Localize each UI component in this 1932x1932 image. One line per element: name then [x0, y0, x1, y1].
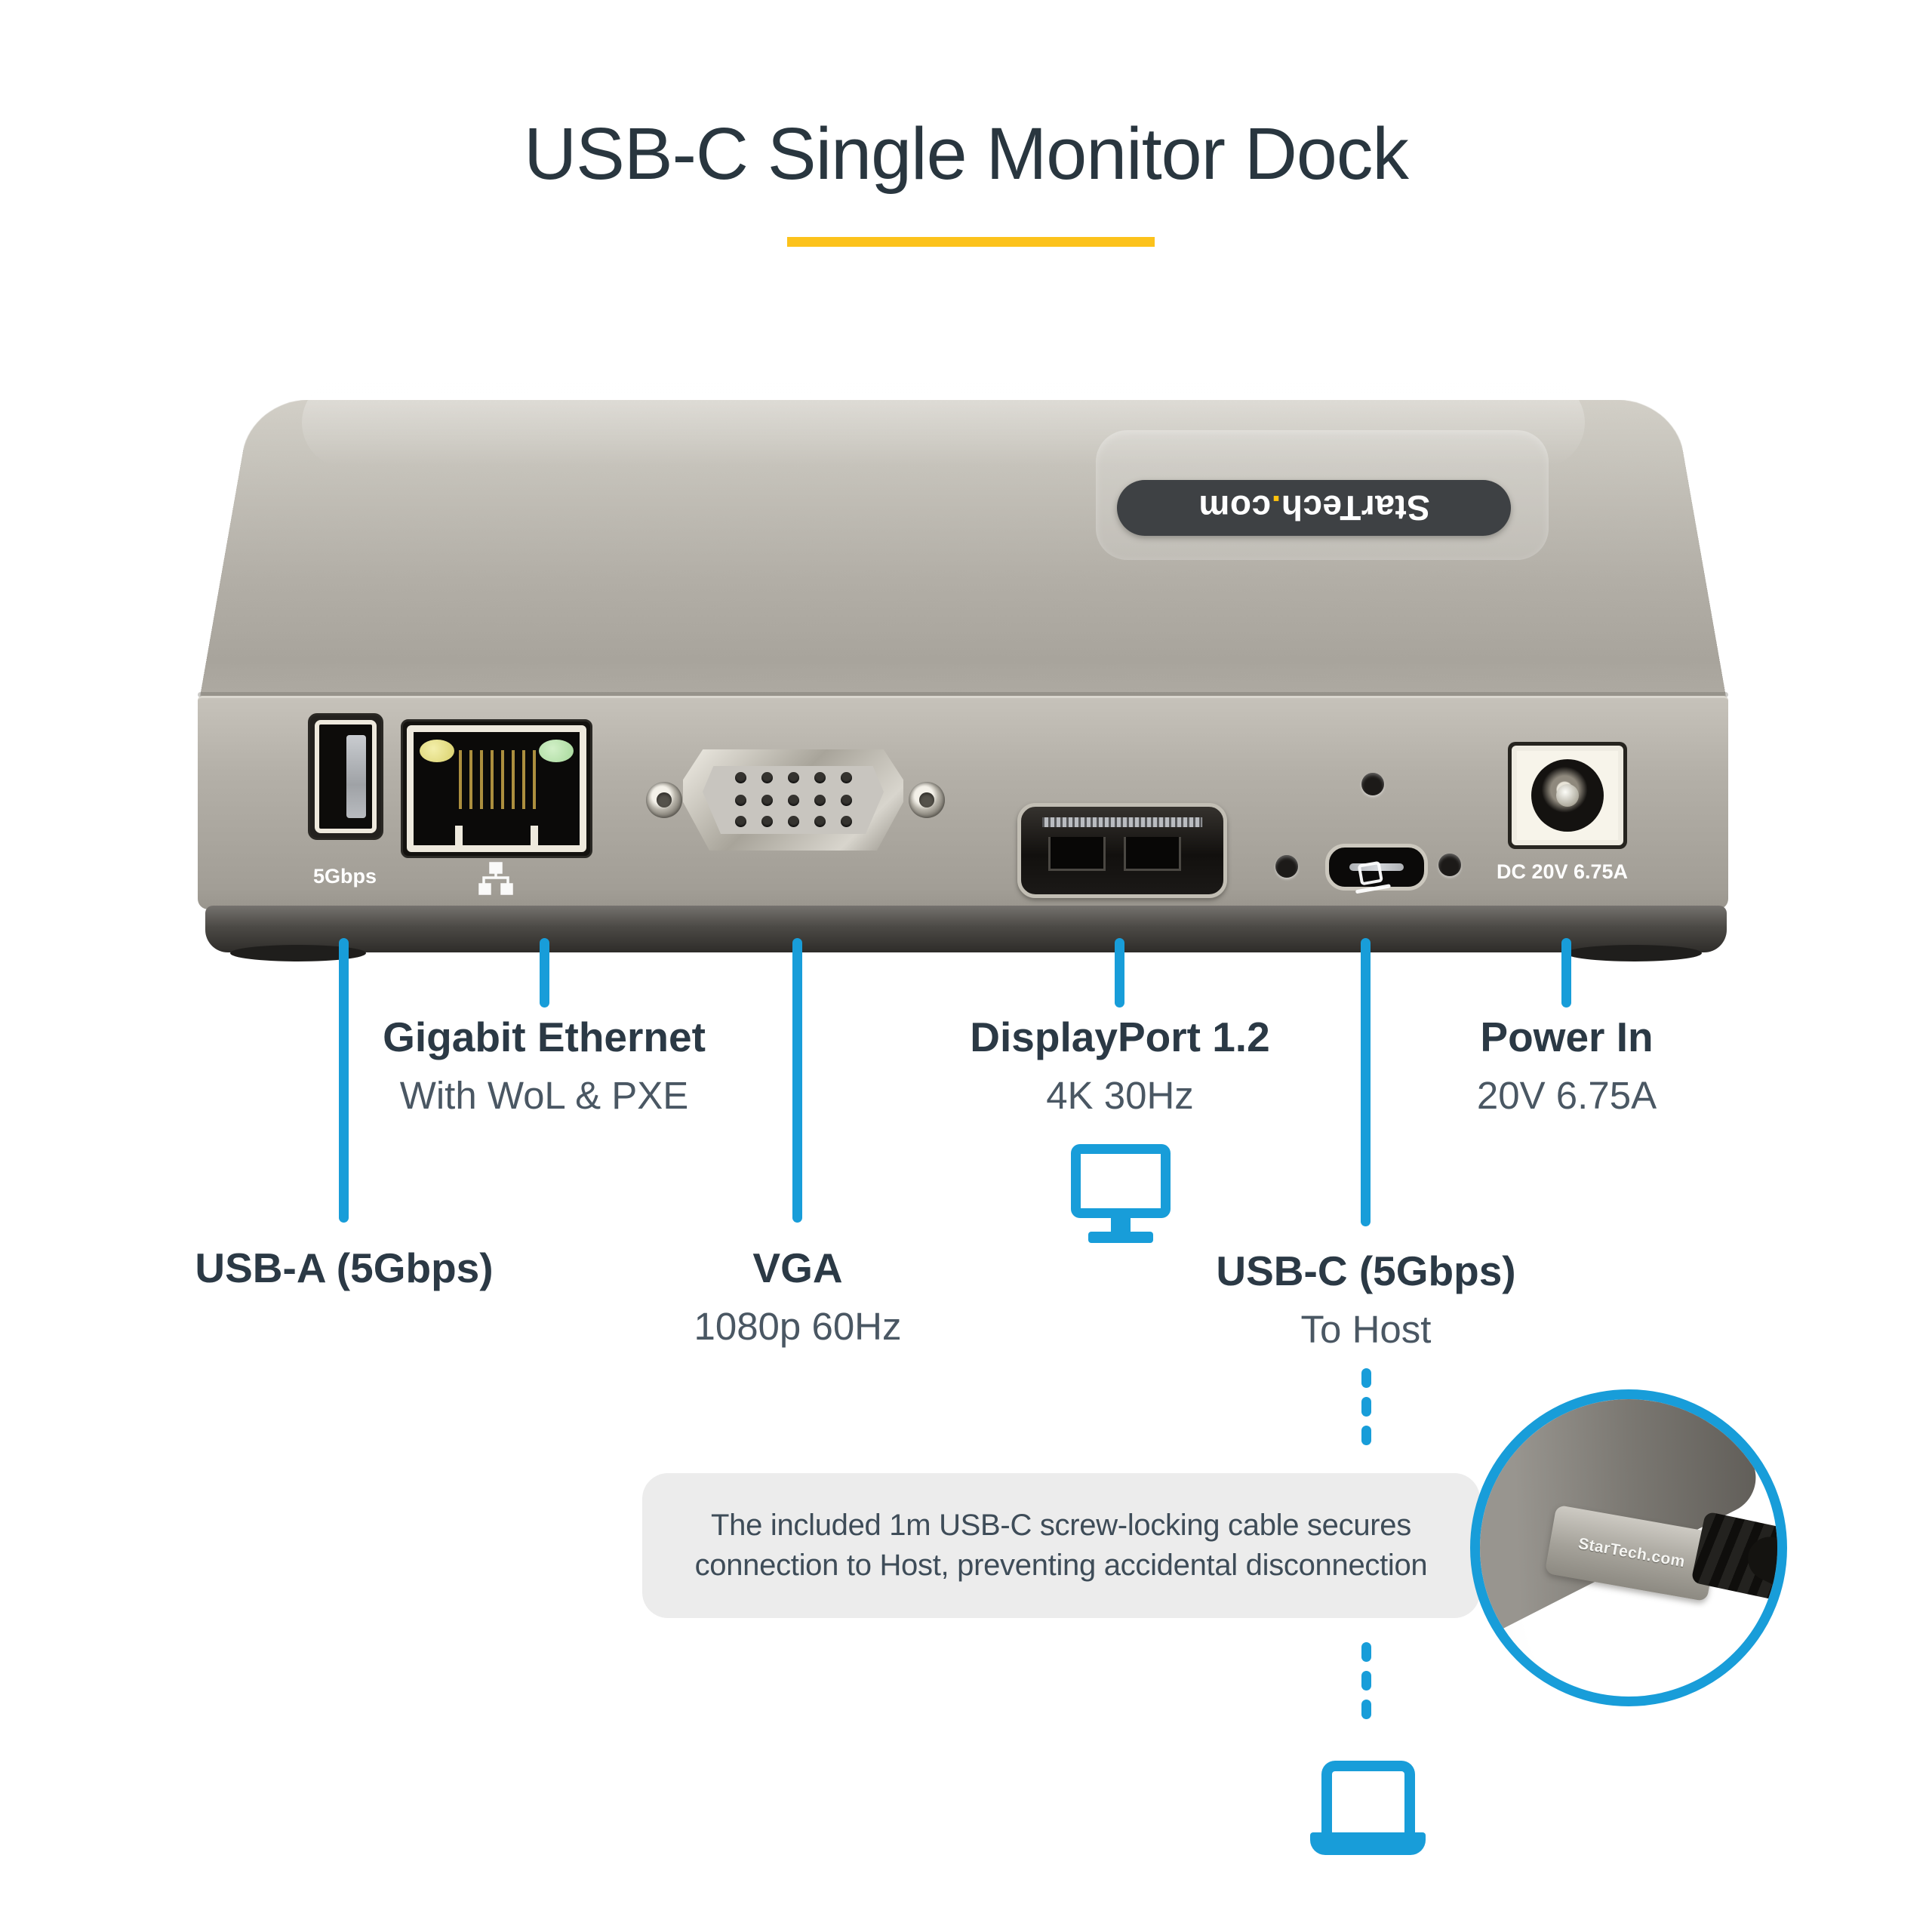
callout-line-power [1561, 938, 1571, 1008]
screw-hole [657, 792, 672, 808]
callout-line-usb-a [339, 938, 349, 1223]
dashed-link-segment [1361, 1700, 1371, 1719]
vga-screw-post [909, 782, 945, 818]
callout-line-displayport [1115, 938, 1124, 1008]
callout-displayport-label: DisplayPort 1.2 [970, 1014, 1270, 1060]
callout-line-ethernet [540, 938, 549, 1008]
screw-hole [919, 792, 934, 808]
callout-displayport: DisplayPort 1.2 4K 30Hz [909, 1013, 1331, 1118]
ethernet-port [401, 719, 592, 858]
usb-a-tongue [346, 735, 366, 818]
brand-badge: StarTech.com [1117, 480, 1511, 536]
displayport-contacts [1042, 817, 1202, 827]
dashed-link-segment [1361, 1642, 1371, 1662]
callout-power-label: Power In [1480, 1014, 1654, 1060]
displayport-slot [1124, 837, 1181, 871]
vga-pin-row [703, 795, 884, 806]
callout-usb-c-label: USB-C (5Gbps) [1216, 1247, 1516, 1294]
laptop-base [1310, 1832, 1426, 1855]
callout-ethernet-detail: With WoL & PXE [399, 1074, 689, 1117]
rubber-foot [230, 945, 366, 961]
screw-hole [1361, 773, 1384, 795]
vga-face [703, 766, 884, 834]
laptop-icon [1310, 1761, 1426, 1855]
vga-pin-row [703, 816, 884, 827]
vga-pin-row [703, 772, 884, 783]
page-title: USB-C Single Monitor Dock [524, 112, 1409, 195]
title-underline-rule [787, 237, 1155, 247]
cable-closeup-inset: StarTech.com [1470, 1389, 1787, 1706]
usb-a-receptacle [315, 720, 377, 833]
brand-logo-text: StarTech.com [1198, 488, 1430, 528]
ethernet-led-green [539, 740, 574, 762]
callout-usb-c: USB-C (5Gbps) To Host [1155, 1247, 1577, 1352]
laptop-screen [1321, 1761, 1415, 1836]
power-jack [1508, 742, 1627, 849]
dock-device: StarTech.com [198, 377, 1728, 961]
face-seam [198, 692, 1728, 697]
monitor-screen [1071, 1144, 1171, 1218]
usb-c-tongue [1349, 863, 1404, 871]
callout-vga-label: VGA [752, 1244, 843, 1291]
ethernet-clip-notch [455, 826, 538, 845]
callout-power-detail: 20V 6.75A [1476, 1074, 1657, 1117]
monitor-neck [1111, 1218, 1131, 1232]
rubber-foot [1566, 945, 1702, 961]
power-rating-marking: DC 20V 6.75A [1496, 860, 1629, 883]
callout-ethernet-label: Gigabit Ethernet [383, 1014, 706, 1060]
vga-screw-post [646, 782, 682, 818]
dashed-link-segment [1361, 1368, 1371, 1388]
callout-usb-c-detail: To Host [1300, 1308, 1432, 1351]
screw-hole [1438, 854, 1461, 876]
callout-displayport-detail: 4K 30Hz [1046, 1074, 1194, 1117]
dashed-link-segment [1361, 1397, 1371, 1417]
dock-top-sheen [302, 377, 1585, 468]
dashed-link-segment [1361, 1671, 1371, 1690]
ethernet-pins [451, 750, 542, 809]
power-pin [1556, 784, 1579, 807]
callout-usb-a: USB-A (5Gbps) [133, 1244, 555, 1292]
brand-dot: . [1270, 488, 1281, 528]
callout-usb-a-label: USB-A (5Gbps) [195, 1244, 494, 1291]
callout-line-usb-c [1361, 938, 1371, 1226]
usb-a-port [308, 713, 383, 840]
power-barrel [1531, 759, 1604, 832]
callout-vga-detail: 1080p 60Hz [694, 1305, 902, 1348]
note-box: The included 1m USB-C screw-locking cabl… [642, 1473, 1480, 1618]
dock-bottom-strip [205, 906, 1727, 952]
callout-power: Power In 20V 6.75A [1355, 1013, 1778, 1118]
vga-port [683, 749, 903, 851]
ethernet-led-yellow [420, 740, 454, 762]
callout-ethernet: Gigabit Ethernet With WoL & PXE [333, 1013, 755, 1118]
note-line-1: The included 1m USB-C screw-locking cabl… [711, 1509, 1411, 1542]
screw-hole [1275, 855, 1298, 878]
note-line-2: connection to Host, preventing accidenta… [694, 1549, 1428, 1582]
dashed-link-segment [1361, 1426, 1371, 1445]
laptop-marking-icon [1355, 861, 1391, 894]
usb-a-speed-marking: 5Gbps [312, 865, 377, 888]
monitor-base [1088, 1232, 1153, 1243]
callout-line-vga [792, 938, 802, 1223]
monitor-icon [1071, 1144, 1171, 1244]
displayport-slot [1048, 837, 1106, 871]
callout-vga: VGA 1080p 60Hz [586, 1244, 1009, 1349]
inset-connector-brand-label: StarTech.com [1577, 1534, 1687, 1571]
power-jack-frame [1512, 746, 1623, 845]
ethernet-receptacle [407, 725, 586, 852]
displayport-port [1017, 803, 1227, 898]
ethernet-network-icon [478, 862, 513, 895]
